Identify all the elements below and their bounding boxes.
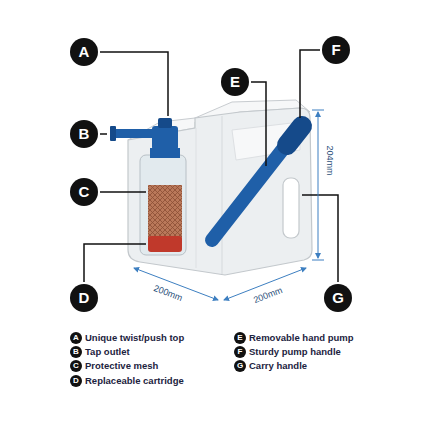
legend-letter: D	[70, 375, 82, 387]
legend-text: Replaceable cartridge	[85, 375, 184, 387]
legend-letter: B	[70, 346, 82, 358]
callout-letter: A	[70, 38, 98, 66]
legend-letter: A	[70, 332, 82, 344]
legend-letter: G	[234, 360, 246, 372]
legend-letter: E	[234, 332, 246, 344]
callout-letter: C	[70, 178, 98, 206]
callout-letter: B	[70, 120, 98, 148]
dimension-label: 204mm	[323, 144, 334, 176]
legend-text: Unique twist/push top	[85, 332, 184, 344]
legend-text: Carry handle	[249, 360, 307, 372]
legend-letter: F	[234, 346, 246, 358]
legend-text: Sturdy pump handle	[249, 346, 341, 358]
callout-letter: F	[322, 36, 350, 64]
callout-letter: D	[70, 284, 98, 312]
legend-text: Removable hand pump	[249, 332, 354, 344]
legend-text: Protective mesh	[85, 360, 158, 372]
callout-letter: E	[221, 68, 249, 96]
legend-letter: C	[70, 360, 82, 372]
callout-letter: G	[324, 284, 352, 312]
legend-text: Tap outlet	[85, 346, 130, 358]
